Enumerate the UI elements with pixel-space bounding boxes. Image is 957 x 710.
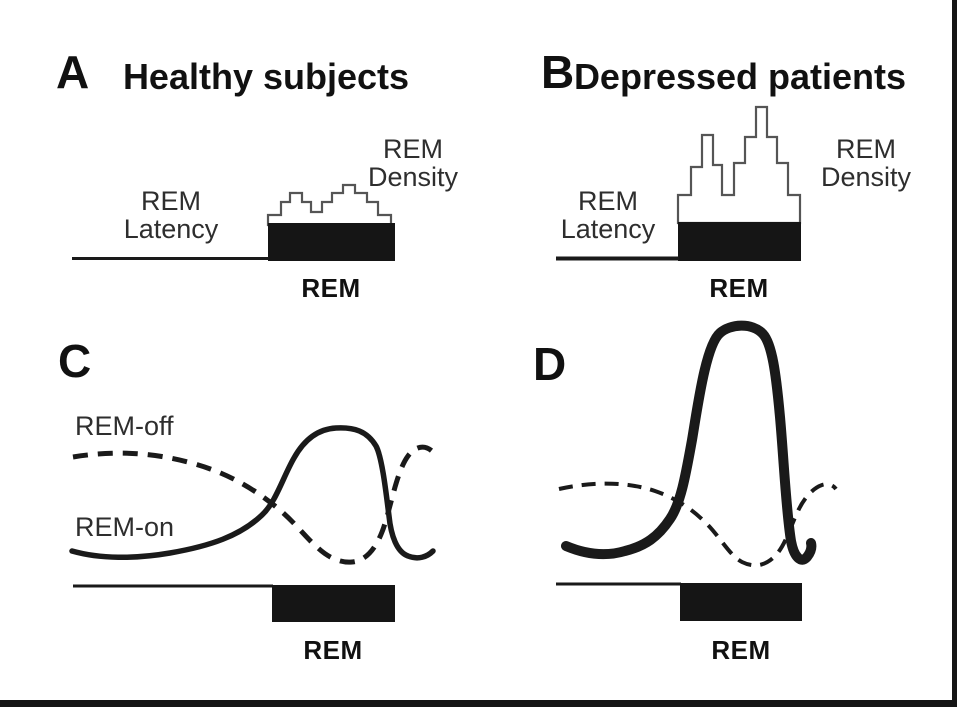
panel-a-rem-latency-line1: REM xyxy=(141,186,201,216)
panel-b-rem-density-line1: REM xyxy=(836,134,896,164)
panel-c-rem-bar xyxy=(272,585,395,622)
panel-b-letter: B xyxy=(541,46,575,98)
panel-b-rem-bar xyxy=(678,222,801,261)
panel-c-rem-on-label: REM-on xyxy=(75,512,175,542)
panel-b-rem-latency-label: REM Latency xyxy=(528,187,688,243)
panel-a-title: Healthy subjects xyxy=(122,56,410,97)
panel-b-rem-latency-line1: REM xyxy=(578,186,638,216)
panel-a-rem-density-line2: Density xyxy=(367,162,459,193)
panel-a-rem-bar xyxy=(268,223,395,261)
panel-a-rem-density-histogram xyxy=(266,183,393,227)
panel-c-rem-bar-label: REM xyxy=(303,635,363,665)
panel-a-rem-density-line1: REM xyxy=(383,134,443,164)
panel-b-rem-density-label: REM Density xyxy=(786,135,946,191)
panel-b-rem-density-line2: Density xyxy=(820,162,912,193)
panel-c-letter: C xyxy=(58,335,92,387)
panel-a-rem-latency-label: REM Latency xyxy=(91,187,251,243)
panel-a-rem-density-label: REM Density xyxy=(333,135,493,191)
panel-a-rem-latency-line2: Latency xyxy=(123,214,219,245)
panel-a-rem-bar-label: REM xyxy=(301,273,361,303)
panel-d-rem-bar-label: REM xyxy=(711,635,771,665)
panel-d-letter: D xyxy=(533,338,567,390)
panel-d-rem-off-curve xyxy=(558,481,838,568)
panel-d-rem-on-curve xyxy=(561,320,817,565)
panel-c-rem-on-curve xyxy=(69,425,436,561)
panel-d-rem-bar xyxy=(680,583,802,621)
panel-c-rem-off-curve xyxy=(72,444,435,565)
panel-a-letter: A xyxy=(56,46,90,98)
page-right-border xyxy=(952,0,957,707)
panel-b-rem-bar-label: REM xyxy=(709,273,769,303)
page-bottom-border xyxy=(0,700,957,707)
panel-b-rem-density-histogram xyxy=(676,105,802,225)
panel-b-title: Depressed patients xyxy=(573,56,907,97)
panel-b-rem-latency-line2: Latency xyxy=(560,214,656,245)
panel-c-rem-off-label: REM-off xyxy=(75,411,174,441)
